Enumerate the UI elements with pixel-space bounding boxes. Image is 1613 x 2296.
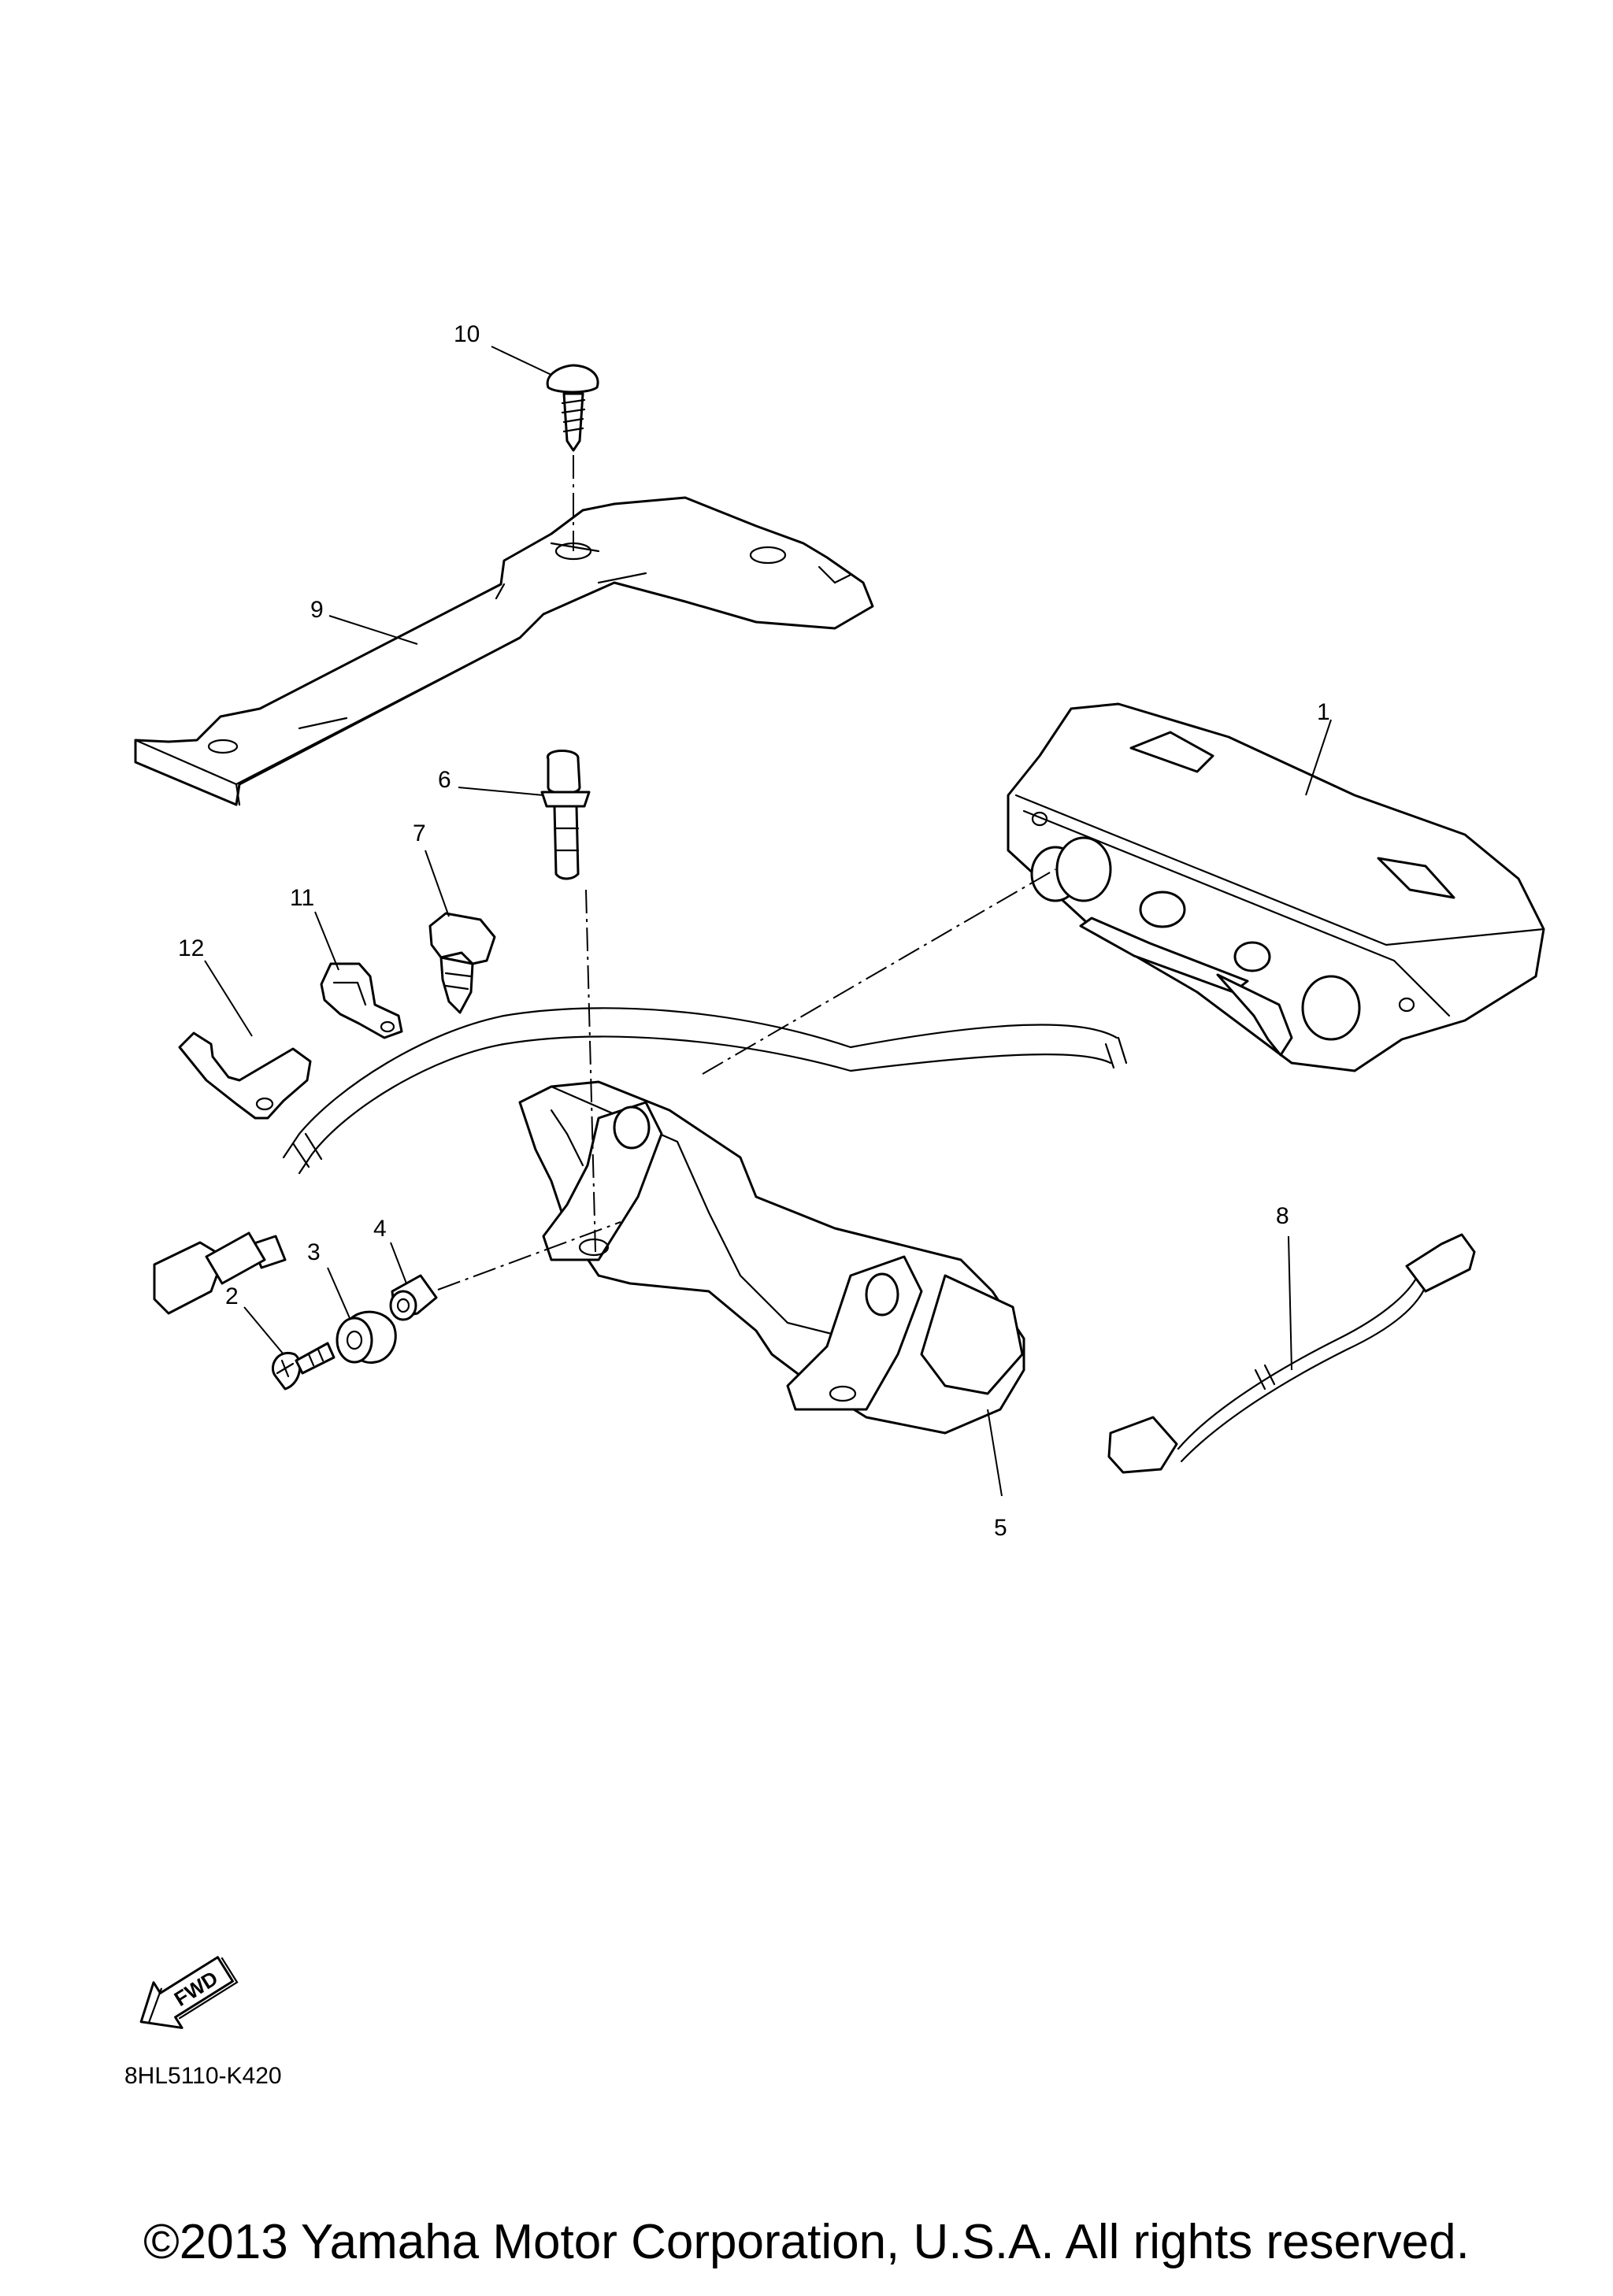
callout-2: 2: [225, 1283, 239, 1309]
callout-10: 10: [454, 321, 480, 347]
part-12-plate: [178, 1031, 312, 1120]
callout-numbers: 10 9 1 6 7 11 12 4 3 2 5 8: [178, 321, 1330, 1541]
diagram-code: 8HL5110-K420: [124, 2063, 282, 2089]
part-10-screw: [546, 364, 599, 452]
callout-leaders: [204, 346, 1332, 1497]
part-6-bolt: [540, 750, 591, 880]
callout-5: 5: [994, 1515, 1007, 1541]
callout-1: 1: [1317, 699, 1330, 725]
part-5-housing: [518, 1080, 1025, 1435]
part-7-clamp: [428, 912, 496, 1014]
callout-3: 3: [307, 1239, 321, 1265]
copyright-notice: ©2013 Yamaha Motor Corporation, U.S.A. A…: [143, 2215, 1470, 2269]
part-2-screw: [271, 1342, 336, 1391]
part-1-wire-harness: [153, 1007, 1128, 1315]
callout-11: 11: [290, 885, 314, 911]
callout-8: 8: [1276, 1203, 1289, 1229]
part-1-tail-light: [1007, 702, 1545, 1072]
part-4-collar: [389, 1274, 438, 1321]
assembly-lines: [437, 455, 1056, 1291]
fwd-arrow-icon: FWD: [139, 1956, 239, 2029]
part-11-clip: [320, 962, 403, 1039]
callout-9: 9: [310, 597, 324, 623]
part-8-lead-wire: [1107, 1233, 1476, 1474]
callout-4: 4: [373, 1216, 387, 1242]
part-9-bracket: [134, 496, 874, 806]
callout-12: 12: [178, 935, 204, 961]
callout-6: 6: [438, 767, 451, 793]
part-3-grommet: [336, 1310, 397, 1365]
callout-7: 7: [413, 820, 426, 846]
